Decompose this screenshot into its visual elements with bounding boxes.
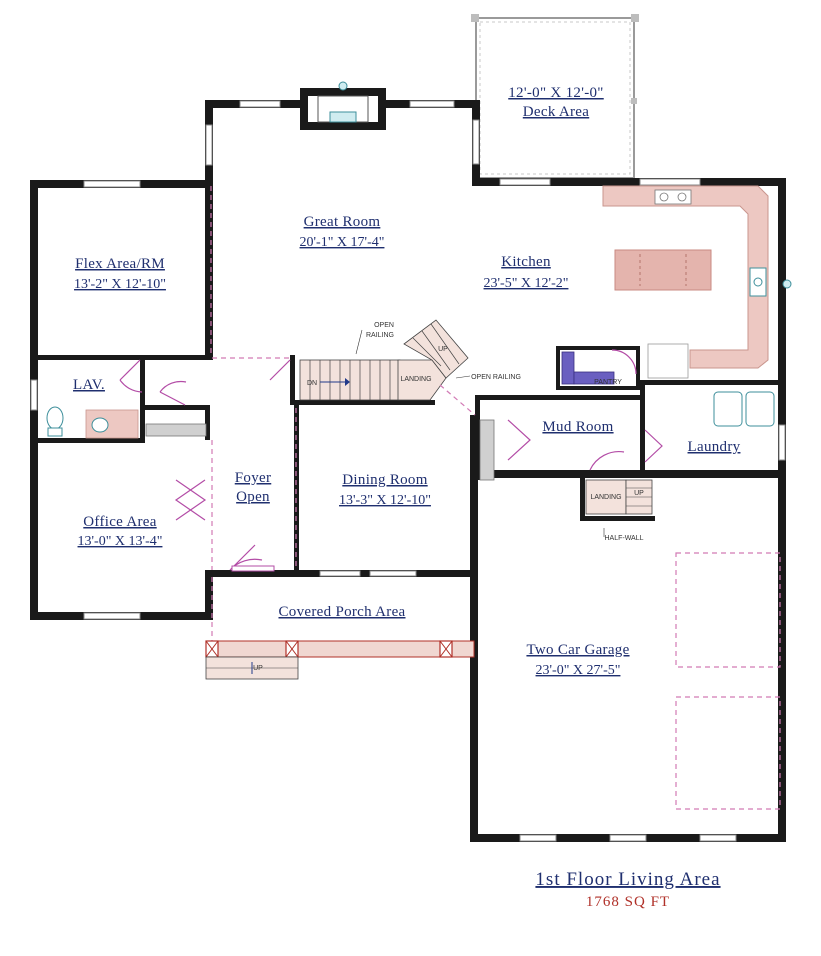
dining-name: Dining Room: [342, 472, 427, 488]
office-name: Office Area: [83, 514, 156, 530]
plan-title: 1st Floor Living Area: [535, 869, 720, 890]
stair-up-label: UP: [438, 346, 448, 353]
deck-name: Deck Area: [523, 104, 589, 120]
plan-area: 1768 SQ FT: [586, 894, 670, 910]
garage-up-label: UP: [634, 490, 644, 497]
landing-label: LANDING: [400, 376, 431, 383]
stair-dn-label: DN: [307, 380, 317, 387]
kitchen-name: Kitchen: [501, 254, 551, 270]
foyer-sub: Open: [236, 489, 270, 505]
openings: [210, 186, 781, 810]
kitchen-cabinets: [602, 185, 792, 427]
garage-landing-label: LANDING: [590, 494, 621, 501]
open-railing-label: OPEN: [374, 322, 394, 329]
lav-fixtures: [46, 406, 495, 481]
porch-up-label: UP: [253, 665, 263, 672]
pantry-shelves: [561, 349, 637, 385]
windows: [30, 100, 786, 842]
flex-dims: 13'-2" X 12'-10": [74, 277, 166, 292]
flex-name: Flex Area/RM: [75, 256, 165, 272]
kitchen-dims: 23'-5" X 12'-2": [484, 276, 569, 291]
open-railing-2-label: OPEN RAILING: [471, 374, 521, 381]
half-wall-label: HALF-WALL: [604, 535, 643, 542]
dining-dims: 13'-3" X 12'-10": [339, 493, 431, 508]
office-dims: 13'-0" X 13'-4": [78, 534, 163, 549]
garage-stairs: [585, 479, 653, 515]
main-stairs: [299, 319, 469, 401]
foyer-name: Foyer: [235, 470, 272, 486]
laundry-name: Laundry: [688, 439, 741, 455]
porch-name: Covered Porch Area: [278, 604, 405, 620]
great-room-name: Great Room: [304, 214, 381, 230]
great-room-dims: 20'-1" X 17'-4": [300, 235, 385, 250]
garage-name: Two Car Garage: [526, 642, 629, 658]
lav-name: LAV.: [73, 377, 105, 393]
porch: [205, 640, 475, 680]
pantry-label: PANTRY: [594, 379, 622, 386]
railing-label: RAILING: [366, 332, 394, 339]
mudroom-name: Mud Room: [542, 419, 613, 435]
deck-label: 12'-0" X 12'-0": [508, 85, 603, 101]
garage-dims: 23'-0" X 27'-5": [536, 663, 621, 678]
door-swings: [119, 359, 663, 572]
